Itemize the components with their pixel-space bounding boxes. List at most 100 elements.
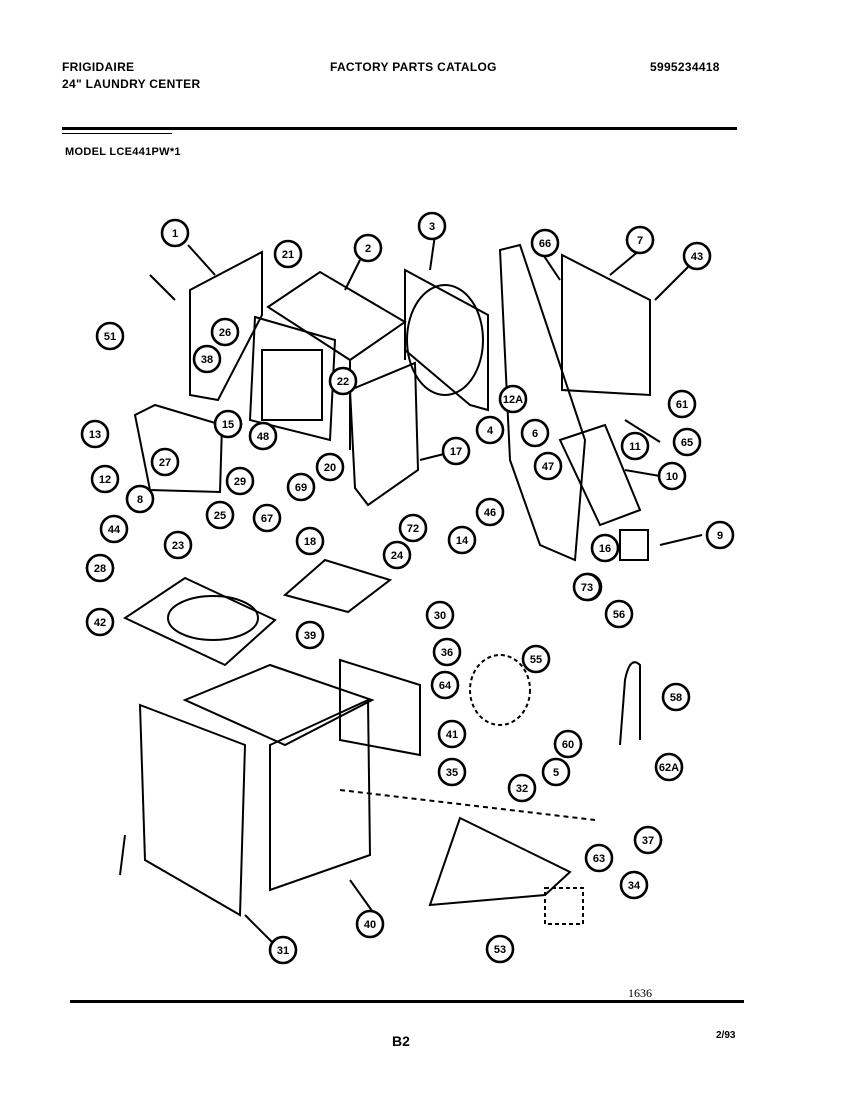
callout-22: 22: [328, 366, 358, 396]
svg-text:44: 44: [108, 524, 121, 536]
svg-text:55: 55: [530, 654, 542, 666]
catalog-number: 5995234418: [650, 60, 720, 74]
callout-5: 5: [541, 757, 571, 787]
product-name: 24" LAUNDRY CENTER: [62, 77, 201, 91]
callout-36: 36: [432, 637, 462, 667]
svg-text:61: 61: [676, 399, 688, 411]
door-window: [261, 349, 323, 421]
svg-text:16: 16: [599, 543, 611, 555]
svg-text:5: 5: [553, 767, 559, 779]
svg-text:34: 34: [628, 880, 641, 892]
callout-6: 6: [520, 418, 550, 448]
svg-text:12A: 12A: [503, 394, 523, 406]
callout-55: 55: [521, 644, 551, 674]
bracket-assembly: [544, 887, 584, 925]
callout-7: 7: [625, 225, 655, 255]
header-rule: [62, 127, 737, 130]
svg-text:66: 66: [539, 238, 551, 250]
svg-text:12: 12: [99, 474, 111, 486]
callout-21: 21: [273, 239, 303, 269]
callout-72: 72: [398, 513, 428, 543]
svg-text:7: 7: [637, 235, 643, 247]
callout-39: 39: [295, 620, 325, 650]
callout-11: 11: [620, 431, 650, 461]
exhaust-duct: [498, 243, 587, 562]
svg-text:72: 72: [407, 523, 419, 535]
svg-text:4: 4: [487, 425, 494, 437]
callout-64: 64: [430, 670, 460, 700]
callout-35: 35: [437, 757, 467, 787]
svg-text:20: 20: [324, 462, 336, 474]
callout-13: 13: [80, 419, 110, 449]
washer-top: [122, 576, 277, 667]
svg-text:14: 14: [456, 535, 469, 547]
callout-40: 40: [355, 909, 385, 939]
svg-text:47: 47: [542, 461, 554, 473]
callout-29: 29: [225, 466, 255, 496]
callout-25: 25: [205, 500, 235, 530]
svg-text:41: 41: [446, 729, 458, 741]
door-panel: [133, 403, 224, 494]
svg-text:31: 31: [277, 945, 289, 957]
callout-23: 23: [163, 530, 193, 560]
svg-text:58: 58: [670, 692, 682, 704]
callout-53: 53: [485, 934, 515, 964]
callout-43: 43: [682, 241, 712, 271]
callout-17: 17: [441, 436, 471, 466]
svg-text:13: 13: [89, 429, 101, 441]
callout-3: 3: [417, 211, 447, 241]
tub-opening: [167, 595, 259, 641]
page-number: B2: [392, 1033, 410, 1049]
callout-67: 67: [252, 503, 282, 533]
svg-text:27: 27: [159, 457, 171, 469]
callout-63: 63: [584, 843, 614, 873]
callout-32: 32: [507, 773, 537, 803]
callout-41: 41: [437, 719, 467, 749]
top-frame-panel: [189, 250, 263, 402]
svg-text:35: 35: [446, 767, 458, 779]
callout-66: 66: [530, 228, 560, 258]
svg-text:6: 6: [532, 428, 538, 440]
svg-text:53: 53: [494, 944, 506, 956]
callout-44: 44: [99, 514, 129, 544]
svg-text:67: 67: [261, 513, 273, 525]
svg-text:38: 38: [201, 354, 213, 366]
svg-text:48: 48: [257, 431, 269, 443]
svg-text:62A: 62A: [659, 762, 679, 774]
svg-text:46: 46: [484, 507, 496, 519]
svg-text:36: 36: [441, 647, 453, 659]
header-rule-thin: [62, 133, 172, 134]
callout-4: 4: [475, 415, 505, 445]
control-board: [561, 253, 651, 397]
svg-text:32: 32: [516, 783, 528, 795]
washer-base: [428, 816, 572, 907]
svg-text:60: 60: [562, 739, 574, 751]
callout-51: 51: [95, 321, 125, 351]
rear-access-panel: [339, 658, 421, 757]
svg-text:8: 8: [137, 494, 143, 506]
svg-text:73: 73: [581, 582, 593, 594]
callout-16: 16: [590, 533, 620, 563]
callout-8: 8: [125, 484, 155, 514]
svg-text:69: 69: [295, 482, 307, 494]
callout-2: 2: [353, 233, 383, 263]
svg-text:24: 24: [391, 550, 404, 562]
cabinet-side-panel: [269, 698, 372, 892]
model-number: MODEL LCE441PW*1: [65, 146, 181, 158]
callout-61: 61: [667, 389, 697, 419]
callout-14: 14: [447, 525, 477, 555]
catalog-title: FACTORY PARTS CATALOG: [330, 60, 497, 74]
callout-42: 42: [85, 607, 115, 637]
switch-block: [619, 529, 649, 561]
svg-text:25: 25: [214, 510, 226, 522]
cabinet-front-panel: [138, 703, 247, 917]
callout-18: 18: [295, 526, 325, 556]
svg-text:18: 18: [304, 536, 316, 548]
callout-26: 26: [210, 317, 240, 347]
callout-46: 46: [475, 497, 505, 527]
callout-73: 73: [572, 572, 602, 602]
callout-20: 20: [315, 452, 345, 482]
callout-56: 56: [604, 599, 634, 629]
